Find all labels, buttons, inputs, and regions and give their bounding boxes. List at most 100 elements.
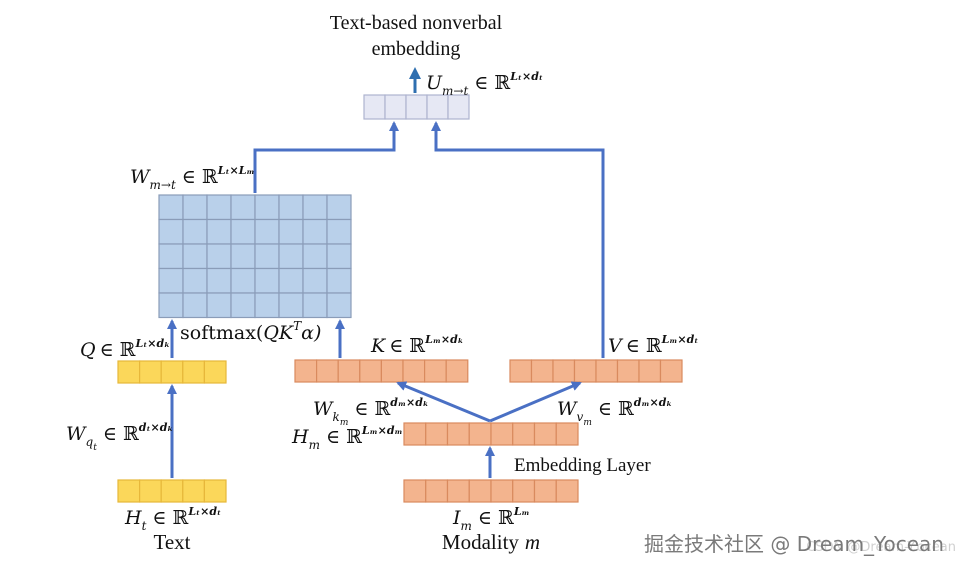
matrix-cell <box>302 267 328 294</box>
query-weight-label: Wqt∈ ℝdₜ×dₖ <box>66 421 173 453</box>
query-cell <box>117 360 141 384</box>
matrix-cell <box>206 243 232 270</box>
matrix-cell <box>302 292 328 319</box>
output-embedding-vector <box>363 94 470 120</box>
value-cell <box>595 359 619 383</box>
matrix-cell <box>230 292 256 319</box>
matrix-cell <box>278 267 304 294</box>
key-weight-label: Wkm∈ ℝdₘ×dₖ <box>313 396 429 428</box>
matrix-cell <box>182 194 208 221</box>
modality-input-cell <box>446 479 470 503</box>
output-cell <box>447 94 470 120</box>
matrix-cell <box>158 194 184 221</box>
key-vector <box>294 359 469 383</box>
text-hidden-cell <box>160 479 184 503</box>
value-cell <box>552 359 576 383</box>
value-weight-label: Wvm∈ ℝdₘ×dₖ <box>557 396 672 428</box>
modality-input-cell <box>555 479 579 503</box>
value-cell <box>509 359 533 383</box>
matrix-cell <box>158 243 184 270</box>
matrix-cell <box>230 218 256 245</box>
modality-hidden-cell <box>512 422 536 446</box>
arrow-matrix-to-output <box>253 121 399 193</box>
matrix-cell <box>326 218 352 245</box>
text-hidden-vector <box>117 479 227 503</box>
query-vector <box>117 360 227 384</box>
modality-hidden-cell <box>533 422 557 446</box>
key-cell <box>424 359 447 383</box>
output-cell <box>384 94 407 120</box>
output-label: Um→t∈ ℝLₜ×dₜ <box>426 70 543 98</box>
matrix-cell <box>158 267 184 294</box>
arrow-hm-to-value <box>489 381 582 423</box>
text-hidden-cell <box>203 479 227 503</box>
matrix-cell <box>254 194 280 221</box>
output-cell <box>426 94 449 120</box>
modality-input-cell <box>533 479 557 503</box>
matrix-cell <box>230 194 256 221</box>
query-cell <box>182 360 206 384</box>
watermark-main: 掘金技术社区 @ Dream_Yocean <box>644 532 944 556</box>
key-cell <box>445 359 469 383</box>
output-cell <box>363 94 386 120</box>
matrix-cell <box>254 218 280 245</box>
value-cell <box>530 359 554 383</box>
modality-input-cell <box>490 479 514 503</box>
matrix-cell <box>302 243 328 270</box>
modality-input-label: Im∈ ℝLₘ <box>452 505 530 533</box>
key-cell <box>359 359 382 383</box>
arrow-hm-to-key <box>396 381 491 423</box>
value-label: V∈ ℝLₘ×dₜ <box>608 333 698 357</box>
watermark-faint: CSDN @Dream-Y.ocean <box>806 540 956 555</box>
matrix-cell <box>158 218 184 245</box>
matrix-cell <box>302 194 328 221</box>
key-cell <box>316 359 339 383</box>
modality-input-cell <box>468 479 492 503</box>
matrix-cell <box>206 194 232 221</box>
modality-input-cell <box>403 479 427 503</box>
matrix-cell <box>182 218 208 245</box>
query-cell <box>160 360 184 384</box>
matrix-cell <box>182 292 208 319</box>
matrix-cell <box>326 267 352 294</box>
matrix-cell <box>278 292 304 319</box>
modality-hidden-vector <box>403 422 579 446</box>
modality-hidden-cell <box>425 422 449 446</box>
modality-hidden-cell <box>446 422 470 446</box>
modality-hidden-cell <box>555 422 579 446</box>
matrix-cell <box>230 243 256 270</box>
diagram-title-line2: embedding <box>372 38 461 60</box>
matrix-cell <box>254 267 280 294</box>
query-cell <box>203 360 227 384</box>
attention-weight-matrix <box>158 194 352 319</box>
matrix-label: Wm→t∈ ℝLₜ×Lₘ <box>130 164 254 192</box>
value-vector <box>509 359 683 383</box>
matrix-cell <box>278 243 304 270</box>
arrow-value-to-output <box>431 121 605 358</box>
matrix-cell <box>278 218 304 245</box>
text-hidden-cell <box>139 479 162 503</box>
modality-input-cell <box>512 479 536 503</box>
matrix-cell <box>326 292 352 319</box>
embedding-layer-label: Embedding Layer <box>514 455 651 476</box>
matrix-cell <box>158 292 184 319</box>
value-cell <box>638 359 662 383</box>
text-hidden-label: Ht∈ ℝLₜ×dₜ <box>124 505 221 533</box>
text-hidden-cell <box>117 479 141 503</box>
query-cell <box>139 360 162 384</box>
matrix-cell <box>230 267 256 294</box>
matrix-cell <box>206 267 232 294</box>
text-hidden-cell <box>182 479 206 503</box>
key-cell <box>294 359 318 383</box>
matrix-cell <box>302 218 328 245</box>
value-cell <box>573 359 597 383</box>
modality-hidden-label: Hm∈ ℝLₘ×dₘ <box>291 424 403 452</box>
matrix-cell <box>326 243 352 270</box>
query-label: Q∈ ℝLₜ×dₖ <box>80 337 170 361</box>
key-cell <box>380 359 404 383</box>
value-cell <box>659 359 683 383</box>
matrix-cell <box>254 292 280 319</box>
modality-input-vector <box>403 479 579 503</box>
